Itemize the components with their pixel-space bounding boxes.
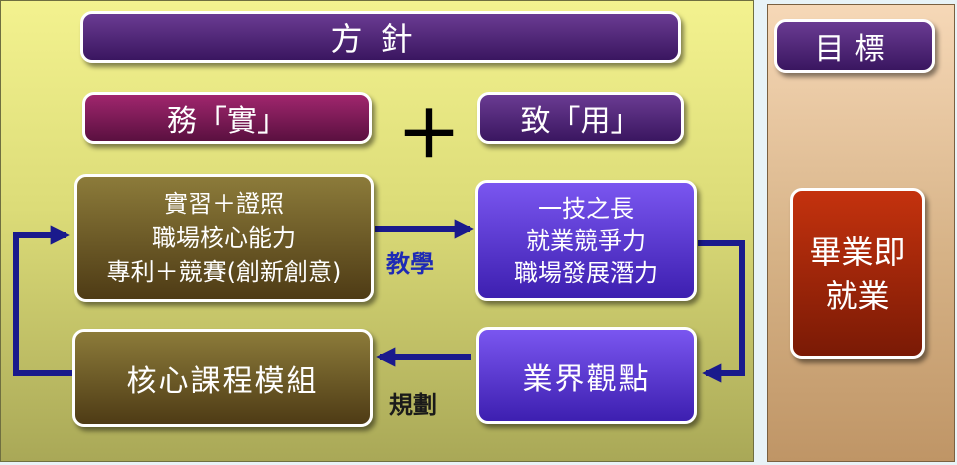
ability-box: 一技之長 就業競爭力 職場發展潛力 xyxy=(475,180,697,301)
principle-practical: 務「實」 xyxy=(82,92,372,144)
core-course-box: 核心課程模組 xyxy=(72,329,373,427)
plus-icon: ＋ xyxy=(397,99,461,173)
industry-view-box: 業界觀點 xyxy=(476,327,697,424)
employment-goal-box: 畢業即 就業 xyxy=(790,188,925,359)
left-loop-arrow xyxy=(13,225,72,376)
right-loop-arrow xyxy=(698,240,745,383)
practice-box: 實習＋證照 職場核心能力 專利＋競賽(創新創意) xyxy=(74,174,374,302)
goal-title: 目標 xyxy=(774,19,935,73)
strategy-title: 方針 xyxy=(80,11,681,63)
plan-label: 規劃 xyxy=(389,391,437,419)
teach-label: 教學 xyxy=(386,250,434,278)
principle-applied: 致「用」 xyxy=(477,92,684,144)
